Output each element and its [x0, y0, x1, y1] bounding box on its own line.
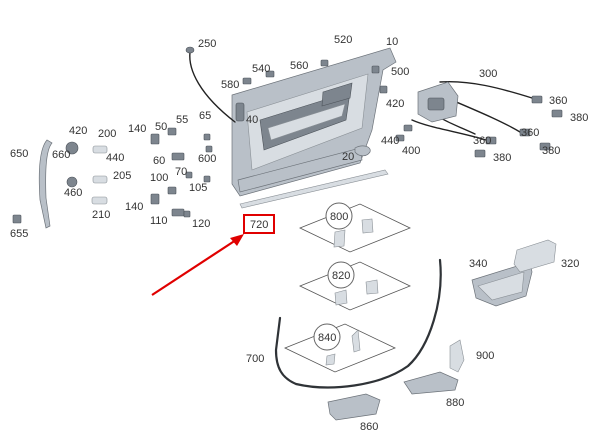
- clip-parts-top: [242, 59, 388, 94]
- label-100: 100: [150, 172, 168, 184]
- label-110: 110: [150, 215, 168, 227]
- label-360-c: 360: [521, 127, 539, 139]
- label-140-a: 140: [128, 123, 146, 135]
- lower-parts-860-880-900: [327, 339, 465, 421]
- lock-and-harness-300: [395, 80, 563, 158]
- label-70: 70: [175, 166, 187, 178]
- label-320: 320: [561, 258, 579, 270]
- label-10: 10: [386, 36, 398, 48]
- label-440-b: 440: [106, 152, 124, 164]
- label-720: 720: [250, 219, 268, 231]
- label-600: 600: [198, 153, 216, 165]
- label-360-a: 360: [549, 95, 567, 107]
- label-840: 840: [318, 332, 336, 344]
- label-860: 860: [360, 421, 378, 433]
- highlight-box-720: [243, 214, 275, 234]
- label-50: 50: [155, 121, 167, 133]
- label-380-a: 380: [570, 112, 588, 124]
- sill-trim-strip: [239, 169, 389, 209]
- label-60: 60: [153, 155, 165, 167]
- label-580: 580: [221, 79, 239, 91]
- label-650: 650: [10, 148, 28, 160]
- plane-800: [299, 202, 411, 253]
- highlight-arrowhead: [230, 234, 244, 246]
- label-660: 660: [52, 149, 70, 161]
- label-880: 880: [446, 397, 464, 409]
- label-250: 250: [198, 38, 216, 50]
- label-540: 540: [252, 63, 270, 75]
- label-400: 400: [402, 145, 420, 157]
- label-820: 820: [332, 270, 350, 282]
- label-140-b: 140: [125, 201, 143, 213]
- hinge-hardware-group: [12, 127, 213, 229]
- label-200: 200: [98, 128, 116, 140]
- label-900: 900: [476, 350, 494, 362]
- label-340: 340: [469, 258, 487, 270]
- label-440-a: 440: [381, 135, 399, 147]
- label-420-b: 420: [69, 125, 87, 137]
- label-700: 700: [246, 353, 264, 365]
- label-380-b: 380: [493, 152, 511, 164]
- highlight-arrow: [151, 239, 237, 296]
- label-55: 55: [176, 114, 188, 126]
- label-460: 460: [64, 187, 82, 199]
- label-105: 105: [189, 182, 207, 194]
- label-380-c: 380: [542, 145, 560, 157]
- door-frame-assembly: [231, 47, 397, 197]
- trim-panels-320-340: [471, 239, 557, 307]
- label-120: 120: [192, 218, 210, 230]
- label-40: 40: [246, 114, 258, 126]
- cable-250: [189, 51, 236, 123]
- label-560: 560: [290, 60, 308, 72]
- part-labels: 250 520 10 540 560 500 580 300 360 380 4…: [10, 34, 588, 433]
- label-800: 800: [330, 211, 348, 223]
- label-360-b: 360: [473, 135, 491, 147]
- label-420-a: 420: [386, 98, 404, 110]
- label-65: 65: [199, 110, 211, 122]
- label-300: 300: [479, 68, 497, 80]
- label-655: 655: [10, 228, 28, 240]
- label-210: 210: [92, 209, 110, 221]
- label-20: 20: [342, 151, 354, 163]
- label-205: 205: [113, 170, 131, 182]
- plane-840: [284, 323, 396, 373]
- door-seal-700: [274, 258, 442, 389]
- plane-820: [299, 261, 411, 311]
- label-520: 520: [334, 34, 352, 46]
- label-500: 500: [391, 66, 409, 78]
